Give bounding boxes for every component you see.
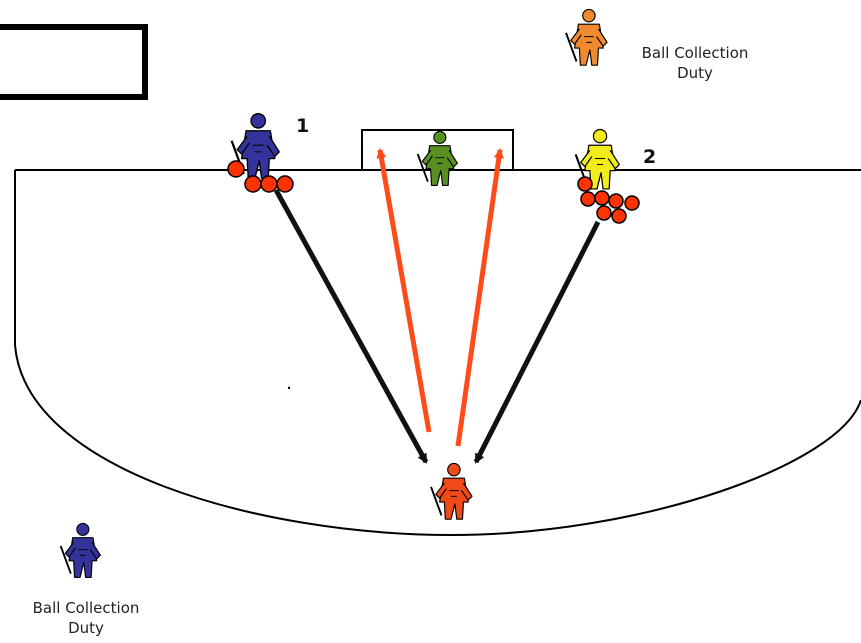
ball-icon <box>611 208 627 224</box>
ball-icon <box>580 191 596 207</box>
ball-icon <box>260 175 278 193</box>
ball-icon <box>608 193 624 209</box>
server-number-1: 1 <box>296 115 310 137</box>
ball-icon <box>577 176 593 192</box>
shooting-circle <box>14 170 861 537</box>
player-goalkeeper-icon <box>416 130 459 187</box>
ball-collection-label-top-line1: Ball Collection <box>641 44 749 62</box>
goal-cage <box>361 129 514 170</box>
ball-pile-2 <box>577 176 640 224</box>
ball-icon <box>596 205 612 221</box>
pass-arrow-1 <box>273 188 429 464</box>
server-number-2: 2 <box>643 146 657 168</box>
shot-arrow-left <box>376 148 432 433</box>
pass-arrow-2 <box>473 220 601 464</box>
center-dot: . <box>286 372 293 394</box>
top-left-box <box>0 24 148 100</box>
player-ball-collector-top-icon <box>565 8 608 67</box>
ball-collection-label-bottom: Ball Collection Duty <box>6 598 166 638</box>
ball-icon <box>594 190 610 206</box>
shot-arrow-right <box>455 148 504 447</box>
ball-icon <box>244 175 262 193</box>
ball-collection-label-top-line2: Duty <box>677 64 713 82</box>
ball-collection-label-bottom-line1: Ball Collection <box>32 599 140 617</box>
player-ball-collector-bottom-icon <box>59 522 102 579</box>
ball-icon <box>624 195 640 211</box>
ball-icon <box>276 175 294 193</box>
ball-collection-label-bottom-line2: Duty <box>68 619 104 637</box>
ball-icon <box>227 160 245 178</box>
player-target-player-icon <box>429 462 474 521</box>
ball-pile-1 <box>227 160 294 193</box>
ball-collection-label-top: Ball Collection Duty <box>615 43 775 83</box>
